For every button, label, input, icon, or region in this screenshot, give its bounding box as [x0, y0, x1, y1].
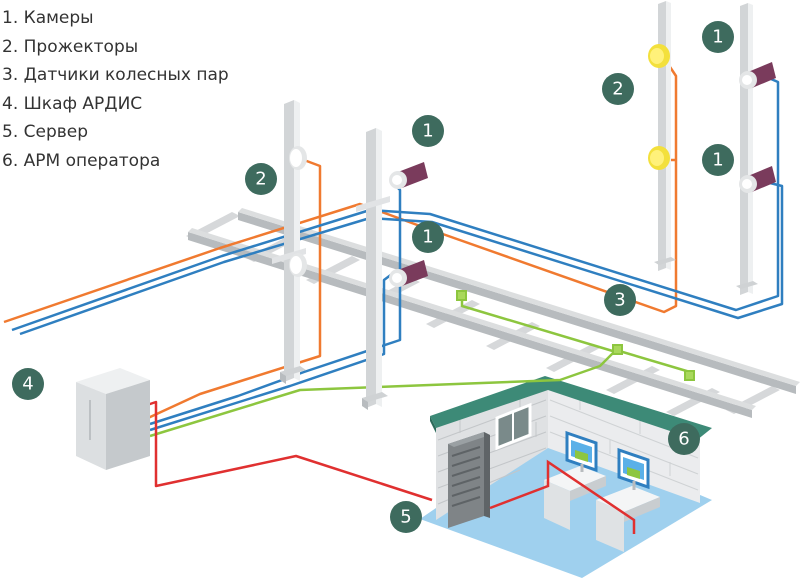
- server-rack-icon: [448, 432, 490, 528]
- badge-camera-3: 1: [412, 115, 444, 147]
- wheel-sensor-icon: [612, 344, 623, 355]
- operator-building: [420, 376, 712, 578]
- monitor-icon: [617, 447, 650, 490]
- equipment-cabinet-icon: [76, 368, 150, 470]
- legend-item-1: 1. Камеры: [2, 8, 94, 28]
- legend-item-6: 6. АРМ оператора: [2, 150, 161, 171]
- pole-camera-right: [736, 3, 758, 295]
- floodlight-icon: [289, 146, 307, 170]
- camera-cable-1: [149, 183, 402, 426]
- rail-near: [188, 232, 752, 418]
- badge-camera-4: 1: [412, 221, 444, 253]
- cctv-camera-icon: [739, 166, 776, 193]
- badge-floodlight-1: 2: [602, 73, 634, 105]
- rail-sleepers: [186, 212, 780, 416]
- legend-item-2: 2. Прожекторы: [2, 36, 139, 57]
- badge-server: 5: [390, 501, 422, 533]
- server-to-workstation-cable: [489, 459, 636, 534]
- svg-text:5: 5: [400, 507, 411, 528]
- monitor-icon: [565, 430, 598, 473]
- camera-cable-4: [19, 180, 784, 336]
- pole-floodlight-right: [654, 1, 676, 271]
- floodlight-icon: [648, 146, 670, 170]
- svg-text:6: 6: [678, 429, 689, 450]
- building-wall-back: [548, 383, 700, 503]
- svg-text:3: 3: [614, 290, 625, 311]
- badge-cabinet: 4: [12, 368, 44, 400]
- floodlight-icon: [648, 44, 670, 68]
- legend: 1. Камеры 2. Прожекторы 3. Датчики колес…: [2, 4, 229, 176]
- wheel-sensor-icon: [456, 290, 467, 301]
- pole-camera-left: [362, 128, 388, 410]
- cctv-camera-icon: [739, 62, 776, 89]
- badge-floodlight-2: 2: [245, 163, 277, 195]
- svg-text:2: 2: [612, 79, 623, 100]
- pole-floodlight-left: [280, 100, 306, 384]
- badge-sensors: 3: [604, 284, 636, 316]
- floodlight-cable-left: [147, 158, 322, 420]
- svg-text:1: 1: [422, 227, 433, 248]
- floodlight-icon: [289, 253, 307, 277]
- wheel-sensor-icon: [684, 370, 695, 381]
- wheel-sensors: [456, 290, 695, 381]
- svg-text:4: 4: [22, 374, 33, 395]
- badge-operator: 6: [668, 423, 700, 455]
- camera-cable-2: [149, 273, 393, 432]
- badges: 1 1 1 1 2 2 3: [12, 21, 734, 533]
- svg-text:1: 1: [422, 121, 433, 142]
- floodlights: [289, 44, 670, 277]
- svg-text:1: 1: [712, 27, 723, 48]
- badge-camera-1: 1: [702, 21, 734, 53]
- camera-cable-3: [11, 74, 780, 332]
- svg-text:1: 1: [712, 150, 723, 171]
- building-roof: [430, 376, 712, 440]
- cameras: [389, 62, 776, 287]
- legend-item-5: 5. Сервер: [2, 122, 89, 143]
- legend-item-4: 4. Шкаф АРДИС: [2, 93, 143, 114]
- floodlight-cable-long: [3, 57, 678, 324]
- cctv-camera-icon: [389, 162, 428, 189]
- svg-text:2: 2: [255, 169, 266, 190]
- cctv-camera-icon: [389, 260, 428, 287]
- building-roof-edge: [430, 416, 436, 433]
- badge-camera-2: 1: [702, 144, 734, 176]
- legend-item-3: 3. Датчики колесных пар: [2, 65, 229, 86]
